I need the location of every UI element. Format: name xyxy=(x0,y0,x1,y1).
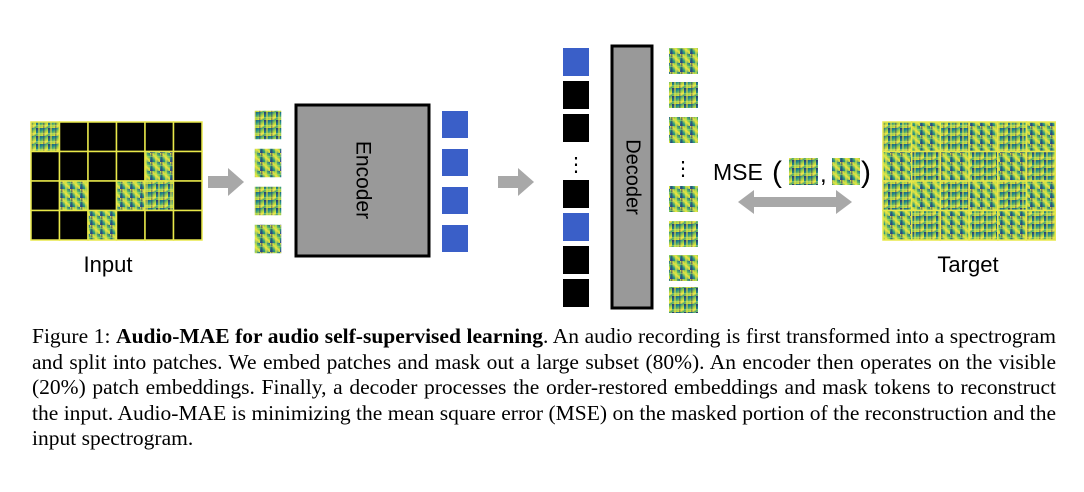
encoder-output-embedding xyxy=(442,149,468,176)
target-patch xyxy=(968,150,999,182)
input-masked-patch xyxy=(87,180,118,212)
input-masked-patch xyxy=(144,121,175,153)
figure-caption: Figure 1: Audio-MAE for audio self-super… xyxy=(32,324,1056,452)
encoder-output-embedding xyxy=(442,225,468,252)
visible-patches xyxy=(253,109,283,255)
target-patch xyxy=(910,209,942,241)
decoder-output-patch xyxy=(669,255,698,281)
decoder-mask-token xyxy=(563,180,589,208)
input-masked-patch xyxy=(58,209,89,241)
decoder-mask-token xyxy=(563,246,589,274)
decoder-input-embedding xyxy=(563,48,589,76)
target-patch xyxy=(939,209,970,241)
decoder-input-ellipsis: ⋮ xyxy=(566,154,586,176)
mse-target-patch xyxy=(832,158,860,185)
target-label: Target xyxy=(937,252,998,277)
target-patch xyxy=(997,209,1028,241)
visible-patch xyxy=(253,223,283,255)
decoder-mask-token xyxy=(563,114,589,142)
target-patch xyxy=(882,209,913,241)
mse-close-paren: ) xyxy=(861,156,871,189)
input-visible-patch xyxy=(115,180,146,212)
decoder-output-patch xyxy=(669,82,698,108)
input-label: Input xyxy=(84,252,133,277)
input-masked-patch xyxy=(115,121,146,153)
target-patch xyxy=(882,121,913,153)
input-masked-patch xyxy=(30,209,61,241)
decoder-block xyxy=(610,44,654,310)
target-patch xyxy=(910,180,942,212)
target-patch xyxy=(1025,121,1056,153)
target-patch xyxy=(1025,150,1056,182)
input-masked-patch xyxy=(115,150,146,182)
decoder-output-patches xyxy=(669,48,698,313)
target-patch xyxy=(1025,209,1056,241)
visible-patch xyxy=(253,147,283,179)
target-patch xyxy=(1025,180,1056,212)
target-patch xyxy=(882,180,913,212)
mse-comma: , xyxy=(820,161,827,188)
target-patch xyxy=(910,121,942,153)
decoder-output-patch xyxy=(669,287,698,313)
decoder-mask-token xyxy=(563,81,589,109)
mse-double-arrow xyxy=(738,190,852,214)
input-masked-patch xyxy=(172,209,203,241)
caption-body: . An audio recording is first transforme… xyxy=(32,324,1057,450)
audio-mae-diagram: Input Encoder ⋮ Decoder ⋮ MSE ( , ) Targ… xyxy=(30,44,1056,313)
mse-reconstructed-patch xyxy=(789,158,818,185)
input-spectrogram-grid xyxy=(30,121,203,241)
encoder-block xyxy=(294,103,431,258)
input-visible-patch xyxy=(87,209,118,241)
target-patch xyxy=(910,150,942,182)
encoder-output-embeddings xyxy=(442,111,468,252)
decoder-label: Decoder xyxy=(622,139,644,215)
input-masked-patch xyxy=(58,150,89,182)
visible-patch xyxy=(253,109,283,141)
caption-title: Audio-MAE for audio self-supervised lear… xyxy=(116,324,543,348)
encoder-output-embedding xyxy=(442,111,468,138)
target-spectrogram-grid xyxy=(882,121,1056,241)
target-patch xyxy=(997,180,1028,212)
input-masked-patch xyxy=(172,121,203,153)
caption-prefix: Figure 1: xyxy=(32,324,117,348)
decoder-output-patch xyxy=(669,48,698,74)
arrow-encoder-to-decoder-input xyxy=(498,168,534,196)
decoder-output-ellipsis: ⋮ xyxy=(673,158,693,180)
input-masked-patch xyxy=(144,209,175,241)
input-masked-patch xyxy=(115,209,146,241)
decoder-mask-token xyxy=(563,279,589,307)
target-patch xyxy=(939,180,970,212)
decoder-input-tokens: ⋮ xyxy=(563,48,589,307)
input-masked-patch xyxy=(87,121,118,153)
mse-label: MSE xyxy=(713,159,763,185)
encoder-label: Encoder xyxy=(351,141,374,219)
target-patch xyxy=(939,150,970,182)
input-masked-patch xyxy=(30,180,61,212)
target-patch xyxy=(939,121,970,153)
mse-open-paren: ( xyxy=(772,156,782,189)
encoder-output-embedding xyxy=(442,187,468,214)
input-visible-patch xyxy=(58,180,89,212)
target-patch xyxy=(997,121,1028,153)
input-masked-patch xyxy=(172,150,203,182)
arrow-input-to-patches xyxy=(208,168,244,196)
input-visible-patch xyxy=(30,121,61,153)
input-masked-patch xyxy=(87,150,118,182)
input-masked-patch xyxy=(30,150,61,182)
visible-patch xyxy=(253,185,283,217)
decoder-output-patch xyxy=(669,186,698,212)
target-patch xyxy=(997,150,1028,182)
input-masked-patch xyxy=(58,121,89,153)
input-masked-patch xyxy=(172,180,203,212)
target-patch xyxy=(968,209,999,241)
decoder-output-patch xyxy=(669,117,698,143)
decoder-input-embedding xyxy=(563,213,589,241)
target-patch xyxy=(882,150,913,182)
input-visible-patch xyxy=(144,150,175,182)
target-patch xyxy=(968,121,999,153)
target-patch xyxy=(968,180,999,212)
decoder-output-patch xyxy=(669,221,698,247)
input-visible-patch xyxy=(144,180,175,212)
